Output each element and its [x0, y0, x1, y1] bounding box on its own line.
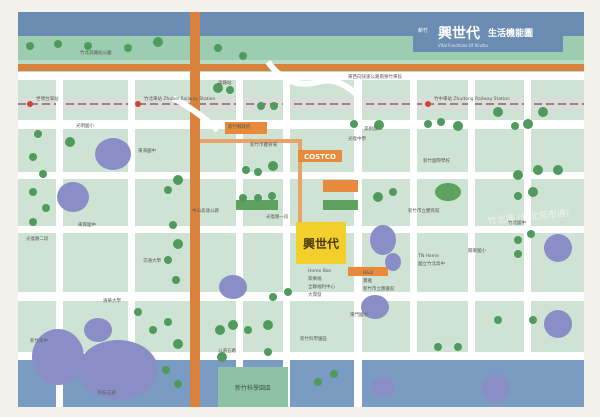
lake-2 — [57, 182, 89, 212]
green-block-2 — [323, 200, 358, 210]
landmark-label: 新竹高中 — [30, 337, 48, 344]
landmark-label: 東門國小 — [350, 311, 368, 318]
station-label-2: 竹北車站 Zhubei Railway Station — [144, 95, 215, 102]
orange-road-horizontal — [18, 64, 584, 71]
landmark-label: 竹北高鐵站公園 — [80, 49, 112, 56]
orange-block-2 — [323, 180, 358, 192]
interchange-2 — [171, 95, 221, 133]
lake-10 — [544, 234, 572, 262]
landmark-label: 美術館 — [364, 125, 378, 132]
lake-5 — [84, 318, 112, 342]
landmark-label: 東海國中 — [138, 147, 156, 154]
landmark-label: 中山高速公路 — [192, 207, 219, 214]
green-block-1 — [236, 200, 278, 210]
costco-label: COSTCO — [304, 153, 336, 161]
station-pin-2 — [135, 101, 141, 107]
poi-label: Home Box — [308, 268, 331, 274]
poi-label: 國立竹北高中 — [418, 260, 445, 267]
landmark-label: 新竹市體育場 — [250, 141, 277, 148]
title-prefix: 新竹 — [418, 27, 428, 34]
trees — [26, 37, 563, 388]
lake-13 — [385, 253, 401, 271]
title-main: 生活機能圖 — [488, 27, 533, 39]
site-block — [296, 222, 346, 264]
landmark-label: 公道五路 — [218, 347, 236, 354]
science-park-block — [218, 367, 288, 407]
landmark-label: 清華大學 — [103, 297, 121, 304]
title-brand: 興世代 — [438, 25, 480, 42]
lake-6 — [219, 275, 247, 299]
lake-4 — [78, 340, 158, 400]
orange-road-connector — [200, 139, 300, 143]
poi-label: B&Q — [363, 270, 374, 276]
district-map: 興世代 COSTCO 新竹科學園區 世博台灣站 竹北車站 Zhubei Rail… — [18, 12, 584, 407]
landmark-label: 交通大學 — [143, 257, 161, 264]
poi-label: 大潤發 — [308, 291, 322, 298]
title-sub: Vital Functions Of Xinzhu — [438, 43, 488, 48]
poi-label: TN Home — [417, 253, 439, 259]
station-label-3: 竹中車站 Zhudong Railway Station — [434, 95, 510, 102]
lake-9 — [371, 377, 395, 397]
orange-block-3 — [348, 267, 388, 276]
lake-1 — [95, 138, 131, 170]
landmark-label: 東興國中 — [78, 221, 96, 228]
science-park-label: 新竹科學園區 — [235, 384, 271, 392]
poi-label: 全聯福利中心 — [308, 283, 335, 290]
landmark-label: 光明國小 — [76, 122, 94, 129]
station-pins: 世博台灣站 竹北車站 Zhubei Railway Station 竹中車站 Z… — [27, 95, 510, 107]
site-label: 興世代 — [303, 236, 339, 251]
orange-road-connector-v — [298, 139, 302, 257]
station-label-1: 世博台灣站 — [36, 95, 59, 102]
lake-3 — [32, 329, 84, 385]
poi-label: 新竹市立圖書館 — [363, 285, 395, 292]
landmark-label: 高鐵站 — [218, 79, 232, 86]
landmark-label: 新竹科學園區 — [300, 335, 327, 342]
landmark-label: 關東國小 — [468, 247, 486, 254]
lake-7 — [370, 225, 396, 255]
landmark-label: 竹北國中 — [508, 219, 526, 226]
station-pin-3 — [425, 101, 431, 107]
lake-8 — [361, 295, 389, 319]
park-oval — [435, 183, 461, 201]
landmark-label: 東西向快速公路南寮竹東段 — [348, 73, 402, 80]
landmark-label: 光復路二段 — [26, 235, 49, 242]
landmark-label: 新竹縣政府 — [228, 123, 251, 130]
orange-road-vertical — [190, 12, 200, 407]
landmark-label: 光復路一段 — [266, 213, 289, 220]
orange-block-1 — [225, 122, 267, 134]
lake-12 — [482, 374, 510, 402]
landmark-label: 新竹市立體育館 — [408, 207, 440, 214]
landmark-label: 科技五路 — [98, 389, 116, 396]
costco-block — [298, 150, 342, 162]
landmark-label: 新竹國際學校 — [423, 157, 450, 164]
poi-label: 家樂福 — [308, 275, 322, 282]
interchange — [265, 60, 361, 99]
landmark-label: 光復中學 — [348, 135, 366, 142]
station-pin-1 — [27, 101, 33, 107]
poi-label: 寶雅 — [363, 277, 372, 284]
lake-11 — [544, 310, 572, 338]
title-card — [413, 20, 563, 52]
